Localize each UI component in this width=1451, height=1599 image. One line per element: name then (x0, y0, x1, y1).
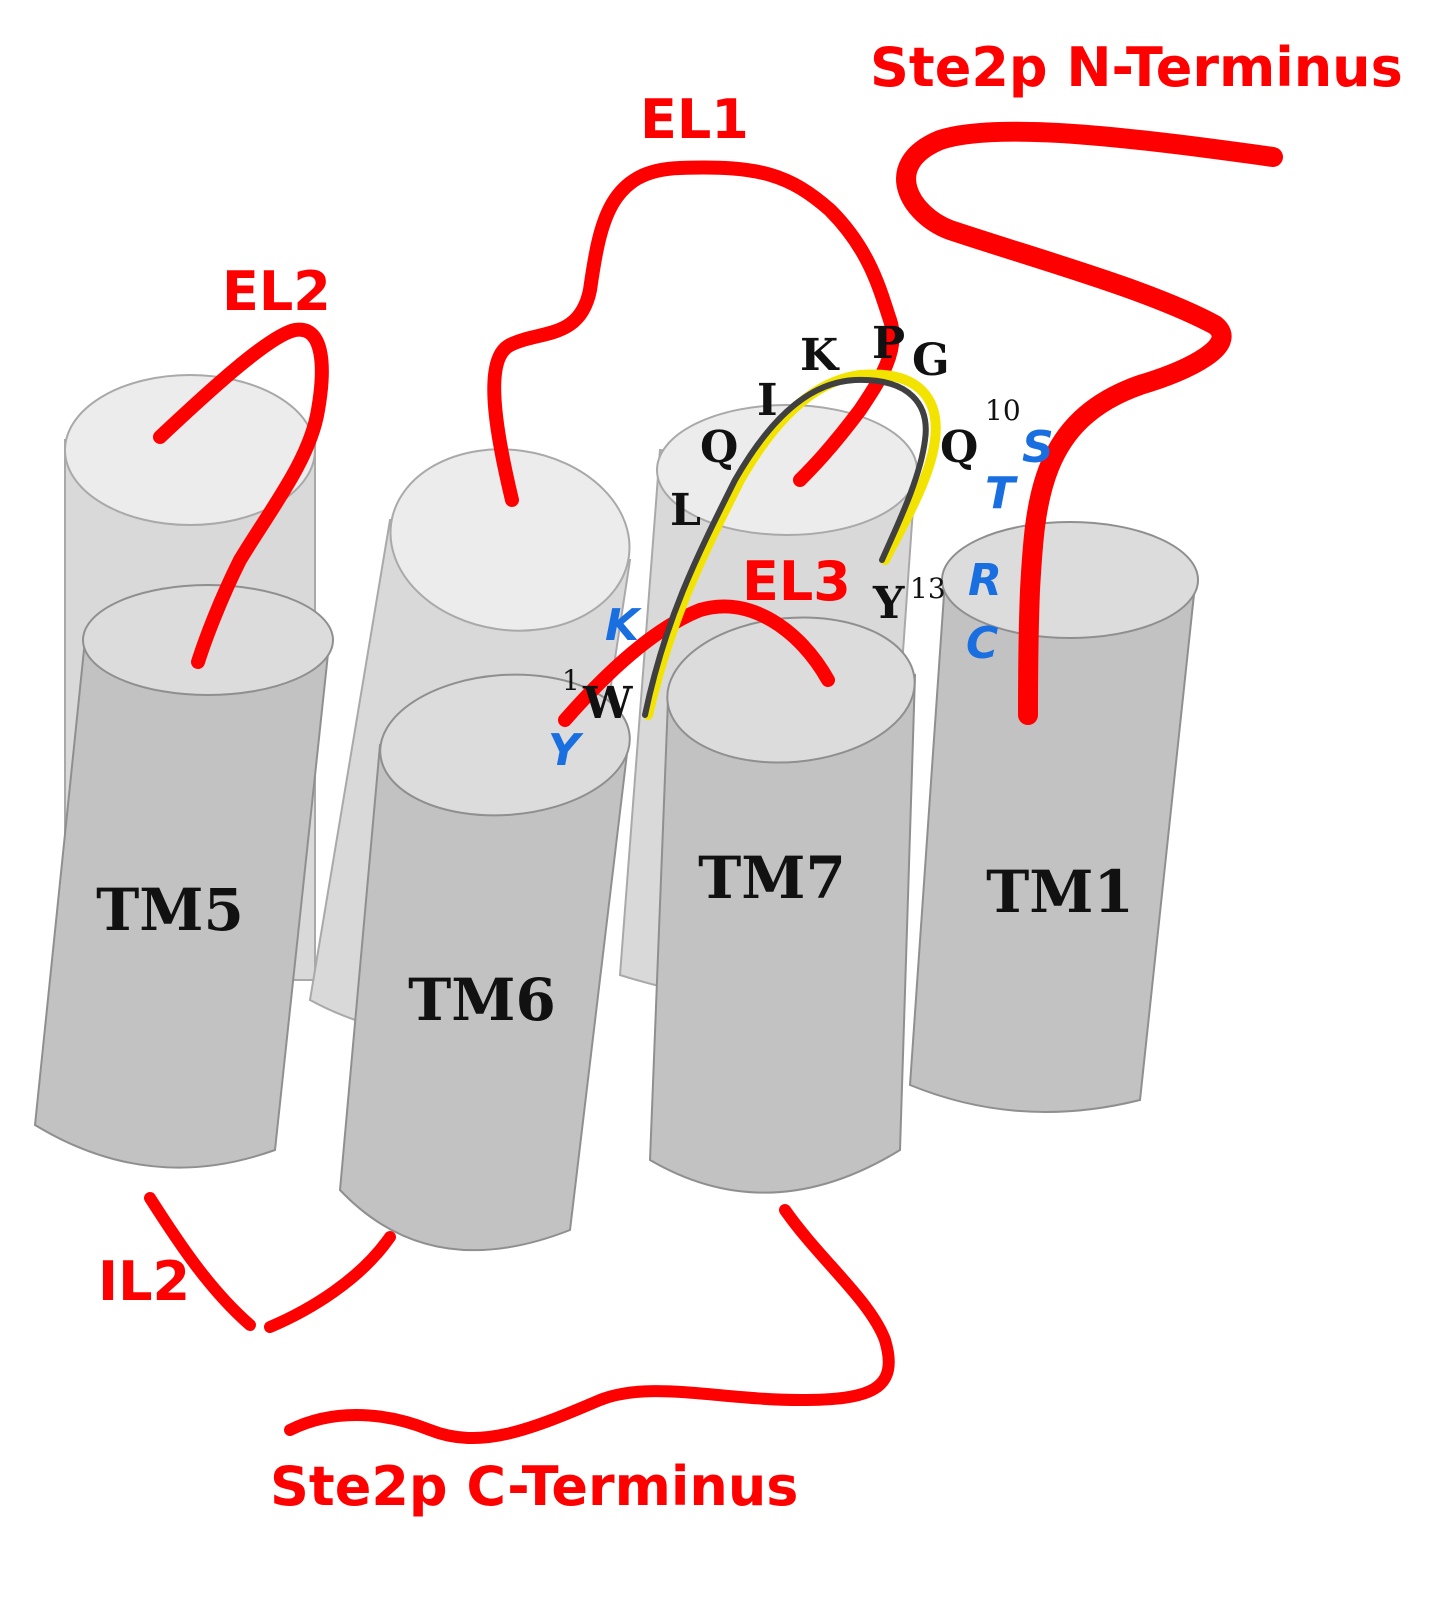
helix-tm7 (648, 616, 917, 1194)
residue-number-1: 1 (562, 664, 580, 697)
il2-label: IL2 (98, 1250, 190, 1313)
residue-k: K (800, 330, 840, 381)
residue-p: P (872, 318, 905, 369)
receptor-residue-c: C (966, 618, 998, 669)
el1-label: EL1 (640, 88, 749, 151)
tm5-label: TM5 (96, 876, 244, 944)
residue-l: L (670, 485, 701, 536)
residue-i: I (757, 375, 778, 426)
residue-q: Q (700, 422, 738, 473)
n-terminus-label: Ste2p N-Terminus (870, 36, 1403, 99)
c-terminus-tail (284, 1204, 895, 1445)
c-terminus-loop (264, 1231, 396, 1333)
receptor-residue-k: K (605, 600, 642, 651)
tm1-label: TM1 (986, 858, 1134, 926)
el2-loop (153, 322, 329, 669)
peptide-backbone (642, 376, 929, 718)
residue-q10: Q (940, 422, 978, 473)
el3-label: EL3 (742, 550, 851, 613)
el3-loop (558, 599, 835, 727)
residue-number-13: 13 (910, 572, 946, 605)
receptor-residue-t: T (985, 468, 1018, 519)
tm6-label: TM6 (408, 966, 556, 1034)
n-terminus-loop (896, 121, 1283, 725)
residue-number-10: 10 (985, 394, 1021, 427)
residue-y13: Y (872, 578, 905, 629)
tm7-label: TM7 (698, 844, 846, 912)
residue-g: G (912, 335, 950, 386)
helix-tm1 (908, 521, 1199, 1113)
receptor-residue-s: S (1022, 422, 1054, 473)
helix-tm6 (338, 673, 631, 1252)
el2-label: EL2 (222, 260, 331, 323)
residue-w1: W (582, 678, 633, 729)
il2-loop (144, 1192, 256, 1331)
receptor-residue-y: Y (548, 725, 584, 776)
c-terminus-label: Ste2p C-Terminus (270, 1455, 798, 1518)
receptor-residue-r: R (968, 555, 1002, 606)
